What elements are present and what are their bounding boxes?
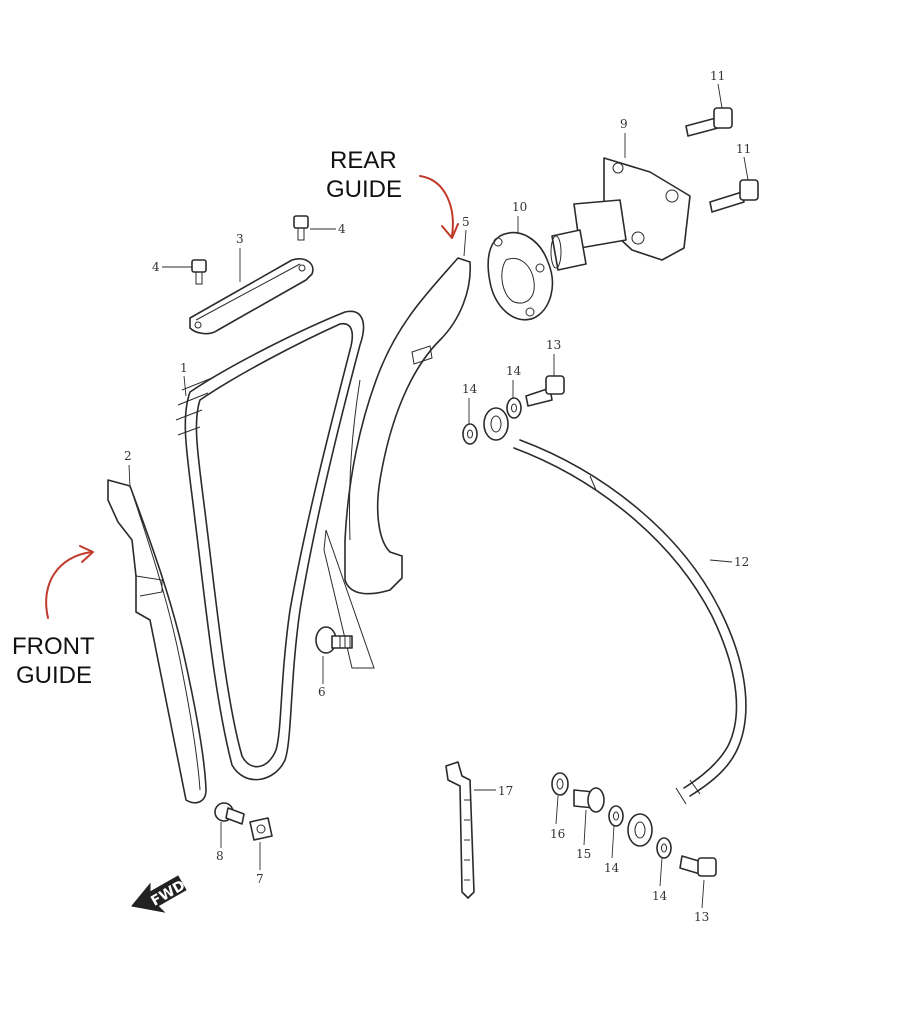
label-pivot-bolt: 6	[318, 685, 326, 699]
bolt-8	[214, 802, 245, 825]
plate-bolt-right	[293, 215, 309, 241]
label-clamp-17: 17	[498, 784, 513, 798]
leader-oil-hose	[709, 559, 733, 563]
leader-chain	[183, 375, 187, 397]
leader-front-guide	[128, 464, 131, 489]
label-chain: 1	[180, 361, 188, 375]
oil-hose	[483, 407, 747, 847]
rear-guide	[323, 257, 471, 669]
tensioner	[550, 157, 691, 271]
plate-bolt-left	[191, 259, 207, 285]
label-bolt-8: 8	[216, 849, 224, 863]
front-guide-callout-line1: FRONT	[12, 633, 95, 660]
front-guide-curved-arrow-icon	[45, 545, 94, 619]
guide-plate	[189, 258, 314, 335]
label-washer-14-a: 14	[462, 382, 478, 396]
tensioner-bolt-top	[685, 107, 733, 137]
leader-fitting-15	[583, 809, 587, 846]
leader-tensioner-bolt-top	[717, 83, 723, 109]
rear-guide-callout-line2: GUIDE	[326, 176, 402, 203]
leader-rear-guide	[463, 229, 467, 257]
label-washer-7: 7	[256, 872, 264, 886]
cam-chain	[175, 310, 365, 781]
label-plate-bolt-left: 4	[152, 260, 160, 274]
clamp-17	[445, 761, 475, 899]
front-guide	[107, 479, 207, 804]
label-fitting-15: 15	[576, 847, 591, 861]
label-washer-16: 16	[550, 827, 565, 841]
gasket	[487, 231, 554, 321]
front-guide-callout-line2: GUIDE	[16, 662, 92, 689]
leader-union-bolt-bottom	[701, 879, 705, 909]
label-union-bolt-top: 13	[546, 338, 561, 352]
label-oil-hose: 12	[734, 555, 749, 569]
label-gasket: 10	[512, 200, 527, 214]
label-front-guide: 2	[124, 449, 132, 463]
label-union-bolt-bottom: 13	[694, 910, 709, 924]
leader-tensioner-bolt-bottom	[743, 156, 749, 181]
label-washer-14-c: 14	[604, 861, 620, 875]
label-tensioner-bolt-bottom: 11	[736, 142, 751, 156]
pivot-bolt	[315, 626, 353, 654]
union-bolt-bottom	[679, 855, 717, 877]
washer-14-b	[506, 397, 522, 419]
fwd-arrow-icon	[131, 875, 187, 913]
washer-16	[551, 772, 569, 796]
rear-guide-callout-line1: REAR	[330, 147, 397, 174]
leader-washer-14-c	[611, 825, 615, 859]
rear-guide-curved-arrow-icon	[419, 175, 459, 239]
leader-washer-14-d	[659, 857, 663, 887]
label-tensioner-bolt-top: 11	[710, 69, 725, 83]
label-rear-guide: 5	[462, 215, 470, 229]
leader-washer-16	[555, 795, 559, 825]
washer-14-a	[462, 423, 478, 445]
label-tensioner: 9	[620, 117, 628, 131]
fitting-15	[573, 787, 605, 813]
label-washer-14-b: 14	[506, 364, 522, 378]
washer-7	[249, 817, 273, 841]
washer-14-c	[608, 805, 624, 827]
label-plate: 3	[236, 232, 244, 246]
label-plate-bolt-right: 4	[338, 222, 346, 236]
washer-14-d	[656, 837, 672, 859]
label-washer-14-d: 14	[652, 889, 668, 903]
tensioner-bolt-bottom	[709, 179, 759, 213]
union-bolt-top	[525, 375, 565, 407]
